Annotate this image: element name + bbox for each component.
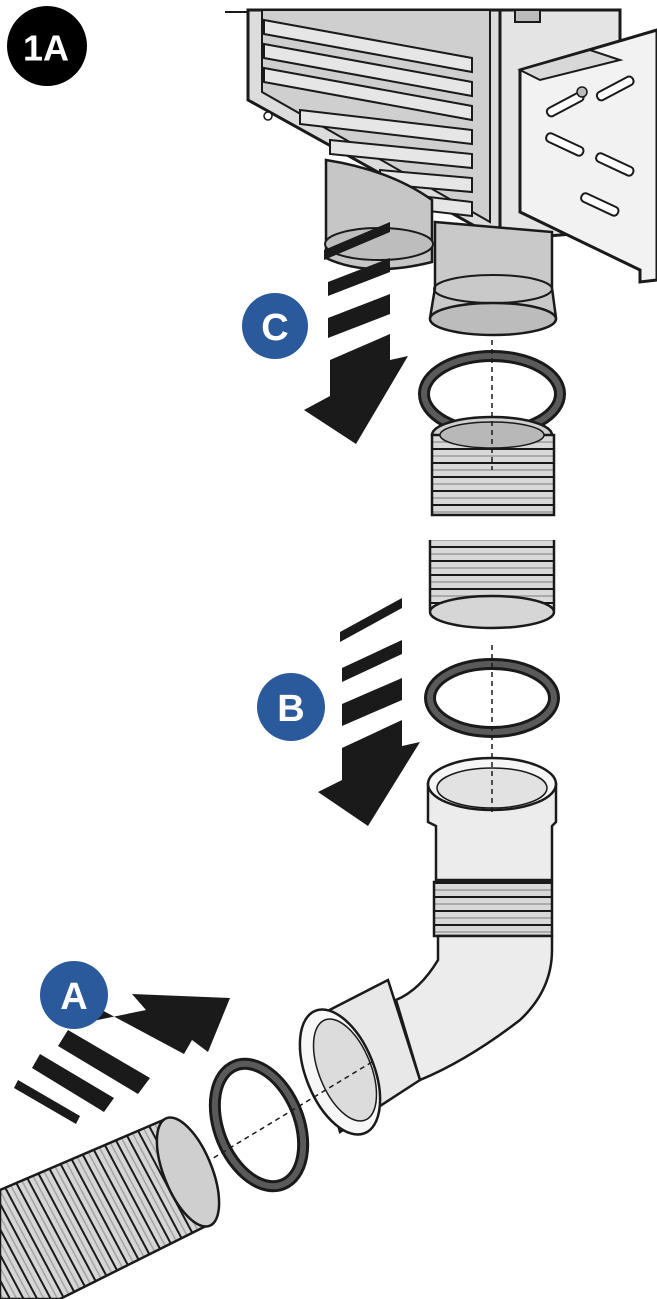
front-collar <box>430 222 556 335</box>
figure-label-text: 1A <box>23 28 69 69</box>
step-label-c: C <box>261 307 288 349</box>
step-badge-c: C <box>242 293 308 359</box>
direction-arrow-b <box>318 598 420 826</box>
step-label-b: B <box>277 688 304 730</box>
step-badge-a: A <box>40 961 108 1029</box>
flexible-hose-upper <box>432 417 554 515</box>
step-label-a: A <box>60 976 87 1018</box>
step-badge-b: B <box>257 673 325 741</box>
flexible-hose-lower <box>430 540 554 628</box>
figure-label-badge: 1A <box>7 6 87 86</box>
elbow-connector <box>284 758 556 1146</box>
flexible-hose-bottom <box>0 1109 232 1299</box>
